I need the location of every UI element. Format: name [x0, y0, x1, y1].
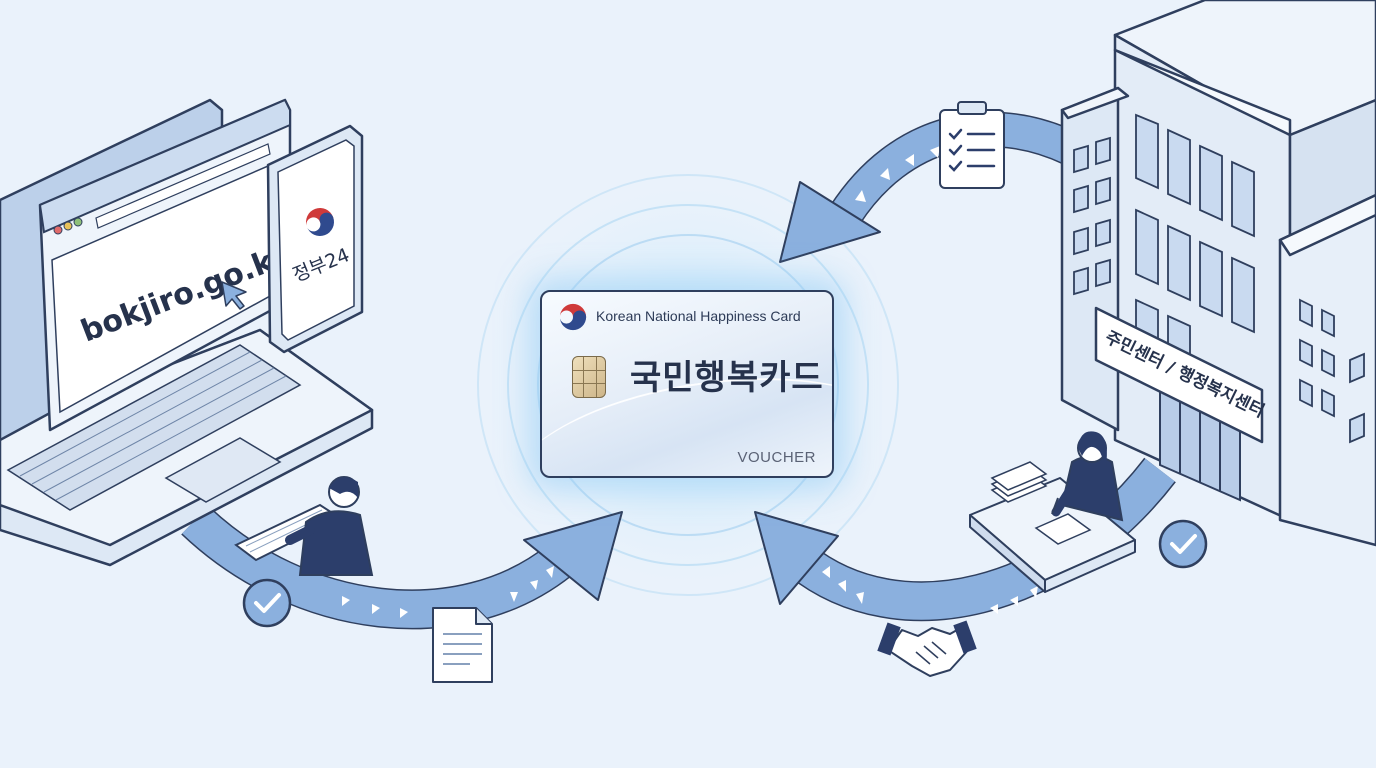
- clipboard-checklist-icon: [939, 101, 1005, 189]
- smartphone: [266, 124, 364, 354]
- office-sign: [1094, 306, 1264, 444]
- person-online-applicant: [234, 476, 374, 576]
- card-type-label: VOUCHER: [737, 449, 816, 466]
- laptop: [0, 98, 374, 567]
- browser-cursor-icon: [221, 281, 247, 310]
- card-title: 국민행복카드: [630, 358, 824, 398]
- handshake-icon: [877, 620, 977, 677]
- document-icon: [432, 607, 493, 683]
- card-brand: Korean National Happiness Card: [596, 308, 801, 324]
- checkmark-icon-right: [1158, 519, 1208, 569]
- taegeuk-emblem-icon: [306, 208, 334, 236]
- checkmark-icon-left: [242, 578, 292, 628]
- arrow-online-to-card: [181, 505, 623, 630]
- arrow-office-to-card-top: [779, 111, 1078, 263]
- happiness-card: Korean National Happiness Card 국민행복카드 VO…: [540, 290, 834, 478]
- taegeuk-emblem-icon: [559, 303, 587, 331]
- card-chip-icon: [572, 356, 606, 398]
- person-clerk: [1051, 431, 1124, 522]
- paper-stack: [990, 461, 1092, 545]
